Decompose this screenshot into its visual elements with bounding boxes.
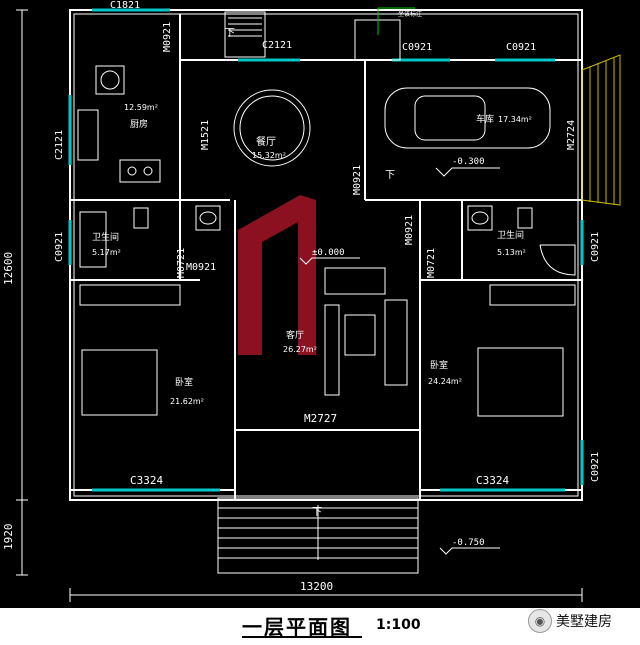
garage-area: 17.34m²: [498, 115, 532, 124]
bath-right-name: 卫生间: [497, 229, 524, 241]
bed-right-name: 卧室: [430, 359, 448, 371]
stair-mark-porch: 下: [312, 507, 322, 518]
label-m2724: M2724: [566, 120, 577, 150]
bath-left-name: 卫生间: [92, 231, 119, 243]
car: [384, 87, 551, 149]
top-stair: [224, 11, 266, 58]
stair-mark-garage: 下: [385, 170, 395, 181]
garage-name: 车库: [476, 113, 494, 125]
level-garage: -0.300: [452, 157, 485, 167]
bath-left-area: 5.17m²: [92, 248, 121, 257]
level-marks: [299, 167, 500, 555]
bed-left-area: 21.62m²: [170, 397, 204, 406]
dining-table: [233, 89, 311, 167]
label-m0721-left: M0721: [176, 248, 187, 278]
kitchen-area: 12.59m²: [124, 103, 158, 112]
dimension-lines: [16, 9, 583, 602]
porch-stairs: [217, 497, 419, 574]
label-c2121-left: C2121: [54, 130, 65, 160]
label-m0921-mid-left: M0921: [186, 262, 216, 273]
watermark: ◉ 美墅建房: [528, 609, 612, 633]
top-note: 坐该标注: [398, 10, 422, 18]
windows: [68, 8, 584, 492]
level-porch: -0.750: [452, 538, 485, 548]
label-m0721-right: M0721: [426, 248, 437, 278]
wechat-icon: ◉: [528, 609, 552, 633]
label-c0921-top-a: C0921: [402, 42, 432, 53]
kitchen-name: 厨房: [130, 118, 148, 130]
label-c3324-right: C3324: [476, 474, 509, 487]
beds: [81, 347, 564, 417]
logo-mark: [238, 195, 316, 355]
wardrobes: [79, 284, 576, 306]
living-name: 客厅: [286, 329, 304, 341]
bath-right-area: 5.13m²: [497, 248, 526, 257]
watermark-text: 美墅建房: [556, 614, 612, 630]
bath-fixtures: [79, 205, 576, 276]
dim-total-width: 13200: [300, 580, 333, 593]
dim-total-depth: 12600: [2, 252, 15, 285]
label-c1821: C1821: [110, 0, 140, 11]
title-underline: [242, 636, 362, 638]
label-m0921-garage: M0921: [352, 165, 363, 195]
label-c2121-top: C2121: [262, 40, 292, 51]
label-m1521: M1521: [200, 120, 211, 150]
label-c3324-left: C3324: [130, 474, 163, 487]
stair-mark-top: 下: [225, 28, 235, 39]
living-area: 26.27m²: [283, 345, 317, 354]
label-m2727: M2727: [304, 412, 337, 425]
dining-name: 餐厅: [256, 135, 276, 148]
label-m0921-top: M0921: [162, 22, 173, 52]
drawing-scale: 1:100: [376, 617, 421, 633]
kitchen-fixtures: [77, 65, 161, 183]
sofa-set: [324, 267, 408, 396]
bed-left-name: 卧室: [175, 376, 193, 388]
bed-right-area: 24.24m²: [428, 377, 462, 386]
label-c0921-right-a: C0921: [590, 232, 601, 262]
label-c0921-right-b: C0921: [590, 452, 601, 482]
label-m0921-mid-right: M0921: [404, 215, 415, 245]
right-stair: [581, 54, 621, 206]
label-c0921-left: C0921: [54, 232, 65, 262]
drawing-title: 一层平面图: [242, 615, 352, 639]
level-main: ±0.000: [312, 248, 345, 258]
dining-area: 15.32m²: [252, 151, 286, 160]
dim-porch-depth: 1920: [2, 524, 15, 551]
label-c0921-top-b: C0921: [506, 42, 536, 53]
